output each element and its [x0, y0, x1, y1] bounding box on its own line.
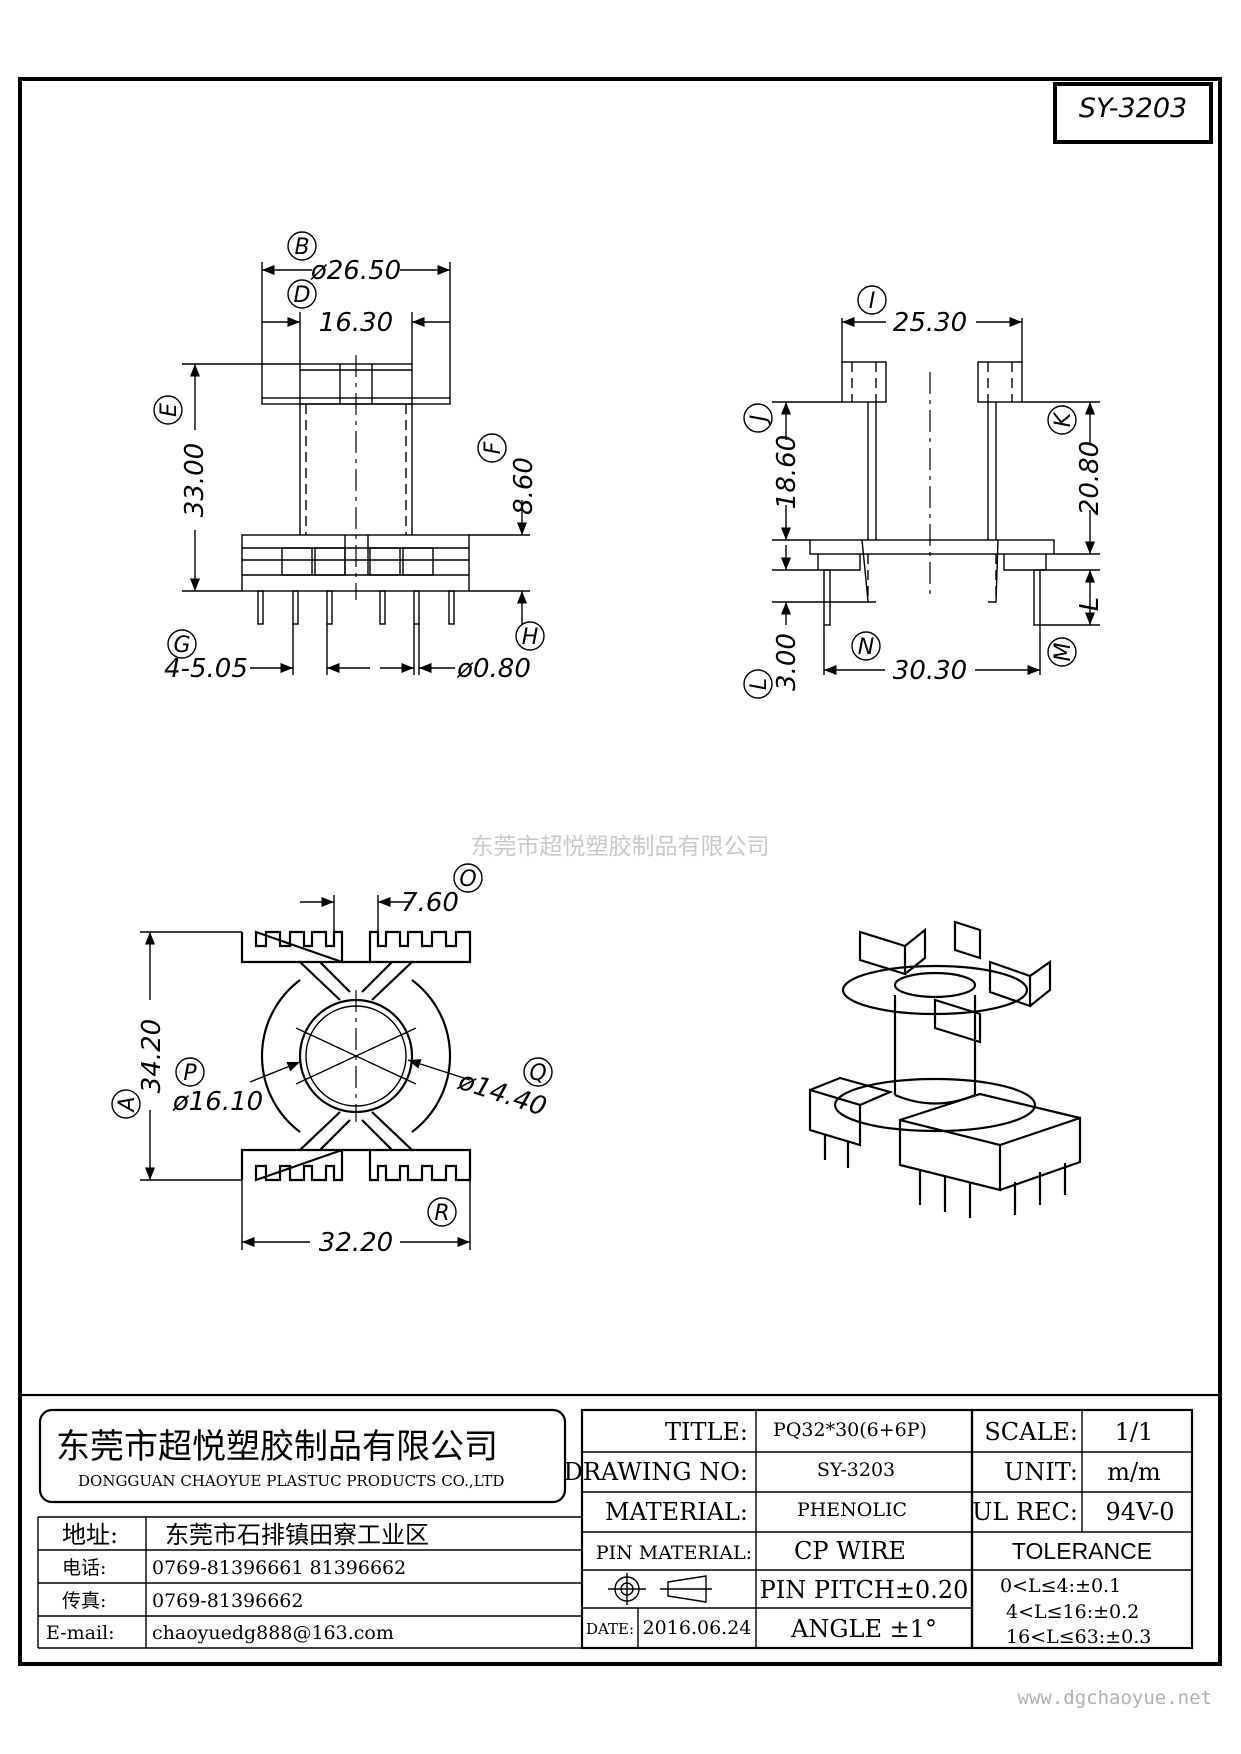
svg-text:Q: Q [529, 1061, 546, 1086]
dim-H-value: ø0.80 [456, 654, 531, 684]
label-I: I [857, 285, 887, 315]
dim-M-value: L [1075, 597, 1105, 612]
dim-I-value: 25.30 [893, 308, 967, 338]
pin-material-label: PIN MATERIAL: [596, 1542, 752, 1564]
svg-text:E: E [157, 403, 182, 417]
ul-rec-label: UL REC: [972, 1498, 1078, 1526]
svg-text:F: F [481, 441, 506, 454]
date-label: DATE: [586, 1620, 634, 1638]
watermark: 东莞市超悦塑胶制品有限公司 [471, 834, 770, 860]
dim-O-value: 7.60 [401, 888, 459, 918]
dim-E-value: 33.00 [180, 443, 210, 517]
top-view: 7.60 34.20 ø16.10 ø14.40 32.20 O A P Q R [111, 863, 553, 1258]
title-label: TITLE: [665, 1418, 748, 1446]
material-value: PHENOLIC [797, 1499, 907, 1521]
ul-rec-value: 94V-0 [1105, 1498, 1174, 1526]
fax-label: 传真: [62, 1590, 106, 1612]
label-O: O [453, 863, 483, 893]
label-D: D [287, 279, 317, 309]
svg-text:A: A [115, 1096, 140, 1113]
svg-text:N: N [858, 635, 874, 660]
company-name-cn: 东莞市超悦塑胶制品有限公司 [56, 1427, 498, 1467]
phone-value: 0769-81396661 81396662 [152, 1557, 406, 1579]
date-value: 2016.06.24 [643, 1617, 752, 1639]
svg-text:G: G [173, 633, 190, 658]
website: www.dgchaoyue.net [1018, 1687, 1212, 1709]
projection-symbol-icon [608, 1573, 712, 1605]
svg-text:D: D [294, 283, 311, 308]
drawing-no-value: SY-3203 [817, 1459, 895, 1481]
title-block: 东莞市超悦塑胶制品有限公司 DONGGUAN CHAOYUE PLASTUC P… [18, 1393, 1222, 1666]
fax-value: 0769-81396662 [152, 1590, 303, 1612]
dim-J-value: 18.60 [772, 435, 802, 509]
pin-pitch: PIN PITCH±0.20 [760, 1576, 969, 1604]
email-label: E-mail: [46, 1622, 115, 1644]
svg-text:R: R [434, 1201, 449, 1226]
label-R: R [427, 1197, 457, 1227]
svg-text:M: M [1051, 642, 1076, 661]
tolerance-row-1: 0<L≤4:±0.1 [1000, 1575, 1121, 1597]
drawing-no-label: DRAWING NO: [564, 1458, 748, 1486]
label-H: H [515, 621, 545, 651]
dim-P-value: ø16.10 [172, 1087, 263, 1117]
dim-K-value: 20.80 [1075, 441, 1105, 515]
pin-material-value: CP WIRE [794, 1537, 906, 1565]
label-L: L [743, 669, 773, 699]
label-Q: Q [523, 1057, 553, 1087]
label-J: J [743, 403, 773, 433]
tolerance-row-3: 16<L≤63:±0.3 [1006, 1626, 1151, 1648]
material-label: MATERIAL: [605, 1498, 748, 1526]
label-P: P [175, 1057, 205, 1087]
dim-N-value: 30.30 [893, 656, 967, 686]
label-A: A [111, 1089, 141, 1119]
tolerance-row-2: 4<L≤16:±0.2 [1006, 1601, 1139, 1623]
scale-label: SCALE: [984, 1418, 1078, 1446]
svg-text:H: H [522, 625, 539, 650]
email-value: chaoyuedg888@163.com [152, 1622, 394, 1644]
label-M: M [1047, 637, 1077, 667]
address-value: 东莞市石排镇田寮工业区 [165, 1521, 429, 1549]
svg-text:J: J [747, 415, 772, 426]
angle-tolerance: ANGLE ±1° [790, 1615, 937, 1643]
label-N: N [851, 631, 881, 661]
address-label: 地址: [62, 1521, 118, 1549]
label-G: G [167, 629, 197, 659]
dim-R-value: 32.20 [319, 1228, 393, 1258]
part-number-box: SY-3203 [1053, 82, 1213, 144]
tolerance-label: TOLERANCE [1012, 1538, 1152, 1564]
side-view: 25.30 18.60 20.80 3.00 L 30.30 I J K [743, 285, 1105, 699]
part-number: SY-3203 [1079, 93, 1187, 124]
dim-D-value: 16.30 [319, 308, 393, 338]
front-view: ø26.50 16.30 33.00 8.60 4-5.05 ø0.80 B D… [153, 231, 545, 684]
label-E: E [153, 395, 183, 425]
svg-text:I: I [869, 289, 876, 314]
scale-value: 1/1 [1115, 1418, 1154, 1446]
dim-G-value: 4-5.05 [164, 654, 248, 684]
svg-text:L: L [747, 678, 772, 690]
unit-label: UNIT: [1004, 1458, 1078, 1486]
company-name-en: DONGGUAN CHAOYUE PLASTUC PRODUCTS CO.,LT… [78, 1472, 504, 1490]
label-B: B [287, 231, 317, 261]
dim-A-value: 34.20 [137, 1019, 167, 1093]
phone-label: 电话: [62, 1557, 106, 1579]
svg-text:O: O [459, 867, 476, 892]
unit-value: m/m [1107, 1458, 1161, 1486]
dim-F-value: 8.60 [509, 457, 539, 515]
svg-text:K: K [1051, 411, 1076, 427]
label-K: K [1047, 405, 1077, 435]
label-F: F [477, 433, 507, 463]
svg-text:P: P [183, 1061, 197, 1086]
title-value: PQ32*30(6+6P) [773, 1419, 927, 1441]
dim-L-value: 3.00 [772, 633, 802, 691]
svg-text:B: B [294, 235, 309, 260]
isometric-view [808, 920, 1082, 1218]
dim-B-value: ø26.50 [310, 256, 401, 286]
